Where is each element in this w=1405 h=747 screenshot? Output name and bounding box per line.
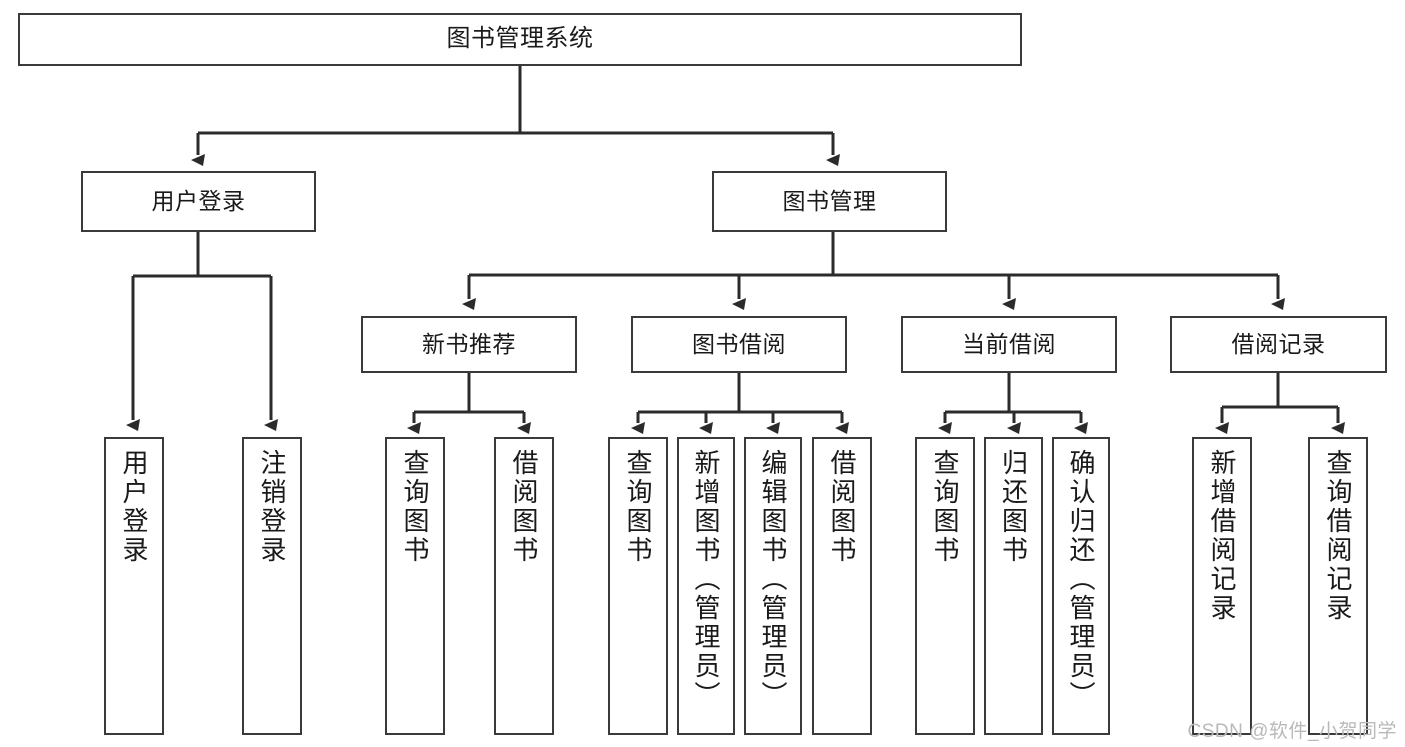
leaf-query-book-current[interactable]: 查询图书 [915,437,975,735]
leaf-user-logout[interactable]: 注销登录 [242,437,302,735]
leaf-confirm-return-admin-label: 确认归还（管理员） [1066,449,1096,710]
leaf-borrow-book-borrow-label: 借阅图书 [827,449,857,565]
node-book-borrow[interactable]: 图书借阅 [631,316,847,373]
leaf-query-book-borrow[interactable]: 查询图书 [608,437,668,735]
leaf-add-book-admin[interactable]: 新增图书（管理员） [677,437,735,735]
leaf-add-borrow-record-label: 新增借阅记录 [1207,449,1237,623]
leaf-edit-book-admin-label: 编辑图书（管理员） [758,449,788,710]
node-new-book-recommend-label: 新书推荐 [422,330,516,357]
leaf-return-book-label: 归还图书 [998,449,1029,565]
leaf-borrow-book-recommend[interactable]: 借阅图书 [494,437,554,735]
node-borrow-record[interactable]: 借阅记录 [1170,316,1387,373]
leaf-user-logout-label: 注销登录 [257,449,287,565]
leaf-edit-book-admin[interactable]: 编辑图书（管理员） [744,437,802,735]
leaf-user-login-label: 用户登录 [119,449,149,565]
leaf-query-book-recommend[interactable]: 查询图书 [385,437,445,735]
leaf-borrow-book-recommend-label: 借阅图书 [509,449,539,565]
node-book-manage-label: 图书管理 [782,187,877,214]
node-root[interactable]: 图书管理系统 [18,13,1022,66]
leaf-add-borrow-record[interactable]: 新增借阅记录 [1192,437,1252,735]
leaf-add-book-admin-label: 新增图书（管理员） [691,449,721,710]
node-user-login[interactable]: 用户登录 [81,171,316,232]
node-user-login-label: 用户登录 [151,187,246,214]
node-borrow-record-label: 借阅记录 [1231,330,1326,357]
leaf-query-borrow-record[interactable]: 查询借阅记录 [1308,437,1368,735]
node-root-label: 图书管理系统 [446,25,594,53]
leaf-query-book-current-label: 查询图书 [930,449,960,565]
node-new-book-recommend[interactable]: 新书推荐 [361,316,577,373]
node-current-borrow-label: 当前借阅 [962,330,1056,357]
leaf-query-book-recommend-label: 查询图书 [400,449,430,565]
leaf-user-login[interactable]: 用户登录 [104,437,164,735]
node-book-manage[interactable]: 图书管理 [712,171,947,232]
leaf-confirm-return-admin[interactable]: 确认归还（管理员） [1052,437,1110,735]
node-book-borrow-label: 图书借阅 [692,330,786,357]
node-current-borrow[interactable]: 当前借阅 [901,316,1117,373]
leaf-query-book-borrow-label: 查询图书 [623,449,653,565]
csdn-watermark: CSDN @软件_小贺同学 [1187,721,1397,742]
leaf-borrow-book-borrow[interactable]: 借阅图书 [812,437,872,735]
leaf-return-book[interactable]: 归还图书 [984,437,1043,735]
leaf-query-borrow-record-label: 查询借阅记录 [1323,449,1353,623]
